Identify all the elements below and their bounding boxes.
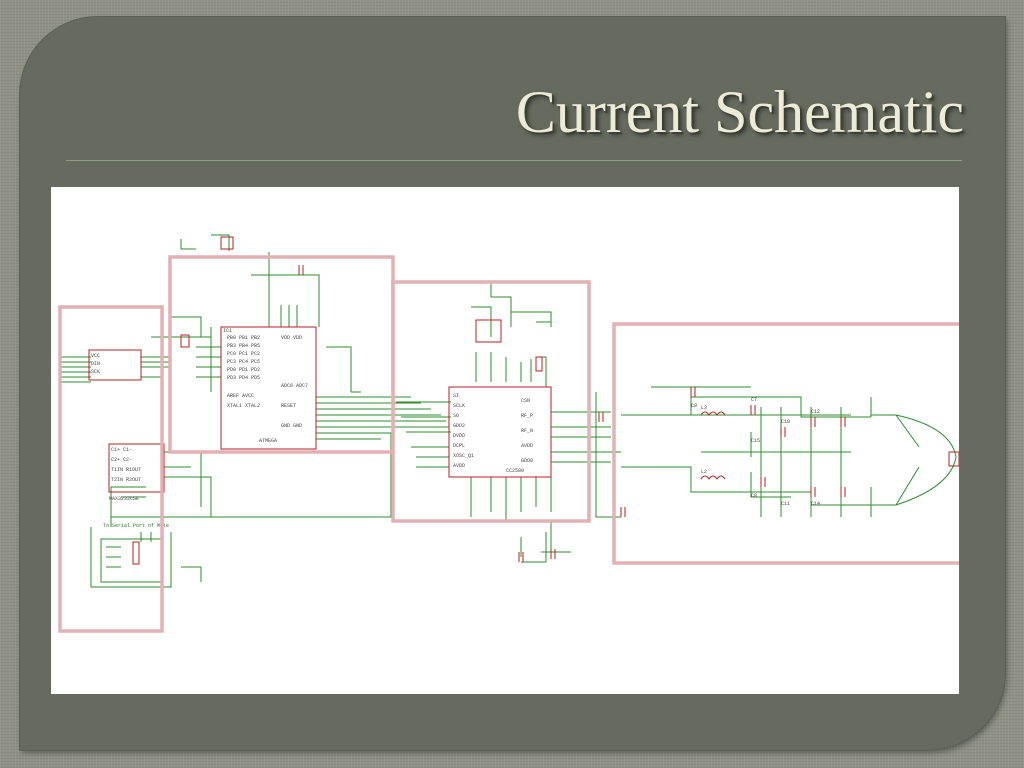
svg-text:SCLK: SCLK [453, 403, 465, 409]
highlight-boxes [58, 255, 959, 633]
svg-text:PD3 PD4 PD5: PD3 PD4 PD5 [227, 375, 260, 381]
svg-text:C1+ C1-: C1+ C1- [111, 447, 132, 453]
svg-text:T1IN R1OUT: T1IN R1OUT [111, 467, 141, 473]
svg-text:VCC: VCC [91, 353, 100, 359]
svg-text:GDO0: GDO0 [521, 458, 533, 464]
svg-text:XTAL1 XTAL2: XTAL1 XTAL2 [227, 403, 260, 409]
svg-text:L2: L2 [701, 469, 707, 475]
svg-text:AVDD: AVDD [453, 463, 465, 469]
svg-text:CSN: CSN [521, 398, 530, 404]
svg-text:SCK: SCK [91, 369, 100, 375]
schematic-traces [61, 234, 957, 588]
svg-text:XOSC_Q1: XOSC_Q1 [453, 453, 474, 459]
svg-text:VDD VDD: VDD VDD [281, 335, 302, 341]
svg-text:AVDD: AVDD [521, 443, 533, 449]
svg-text:PB3 PB4 PB5: PB3 PB4 PB5 [227, 343, 260, 349]
svg-text:RF_N: RF_N [521, 428, 533, 434]
svg-text:DCPL: DCPL [453, 443, 465, 449]
svg-text:PD0 PD1 PD2: PD0 PD1 PD2 [227, 367, 260, 373]
svg-text:AREF AVCC: AREF AVCC [227, 393, 254, 399]
svg-text:PC0 PC1 PC2: PC0 PC1 PC2 [227, 351, 260, 357]
highlight-box-serial [58, 305, 164, 633]
svg-text:C14: C14 [811, 501, 820, 507]
svg-text:C2+ C2-: C2+ C2- [111, 457, 132, 463]
title-divider [66, 160, 962, 161]
svg-text:C9: C9 [691, 403, 697, 409]
svg-text:C11: C11 [781, 501, 790, 507]
svg-text:PC3 PC4 PC5: PC3 PC4 PC5 [227, 359, 260, 365]
svg-text:SO: SO [453, 413, 459, 419]
highlight-box-rf-balun [612, 322, 959, 565]
svg-text:C8: C8 [751, 493, 757, 499]
svg-text:L3: L3 [701, 405, 707, 411]
highlight-box-transceiver [391, 280, 591, 523]
svg-text:C10: C10 [781, 419, 790, 425]
svg-text:GDO2: GDO2 [453, 423, 465, 429]
serial-port-note: To Serial Port of Mote [103, 523, 169, 529]
svg-text:PB0 PB1 PB2: PB0 PB1 PB2 [227, 335, 260, 341]
schematic-components [88, 236, 959, 565]
svg-text:DVDD: DVDD [453, 433, 465, 439]
svg-text:C12: C12 [811, 409, 820, 415]
slide-title: Current Schematic [515, 79, 964, 145]
svg-text:T2IN R2OUT: T2IN R2OUT [111, 477, 141, 483]
transceiver-label: CC2500 [506, 468, 524, 474]
ic1-label: IC1 [223, 328, 232, 334]
mcu-label: ATMEGA [259, 438, 277, 444]
svg-text:RF_P: RF_P [521, 413, 533, 419]
svg-text:C7: C7 [751, 397, 757, 403]
svg-text:C15: C15 [751, 438, 760, 444]
svg-text:SI: SI [453, 393, 459, 399]
svg-text:GND GND: GND GND [281, 423, 302, 429]
svg-text:RESET: RESET [281, 403, 296, 409]
svg-text:DIN: DIN [91, 361, 100, 367]
max-chip-label: MAX3232CSE [109, 496, 139, 502]
svg-text:ADC6 ADC7: ADC6 ADC7 [281, 383, 308, 389]
